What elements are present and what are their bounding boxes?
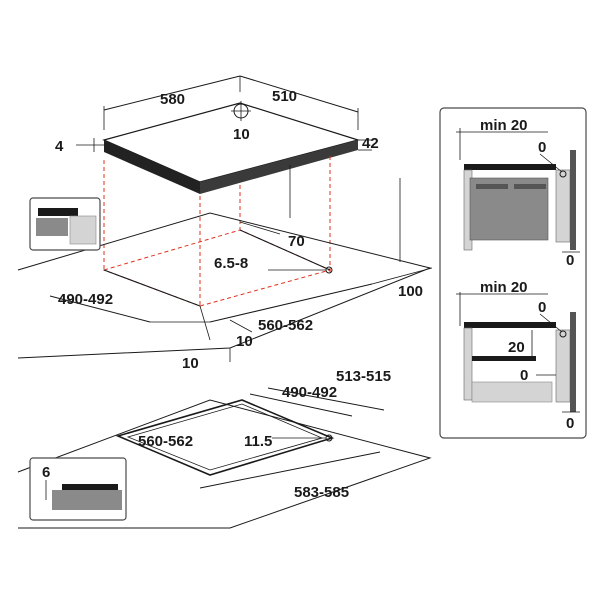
- cutout-drawing: 70 6.5-8 490-492 560-562 100 10 10: [17, 212, 433, 372]
- cutout-radius-label: 6.5-8: [214, 255, 248, 272]
- flush-outer-width-label: 583-585: [294, 484, 349, 501]
- cutout-width-dimension: [209, 283, 373, 323]
- top-bottom-gap-label: 0: [566, 252, 574, 269]
- hob-front-edge: [104, 140, 200, 194]
- drawer-under-hob-section: min 20 0 20 0 0: [456, 279, 580, 432]
- worktop-outline: [17, 212, 432, 359]
- hob-top-surface: [102, 102, 361, 183]
- top-gap-label: 0: [538, 139, 546, 156]
- recess-depth-label: 6: [42, 464, 50, 481]
- side-section-panel: min 20 0 0 min 20 0: [439, 107, 587, 439]
- width-dimension-line: [103, 75, 241, 111]
- flush-cutout-depth-line: [249, 393, 353, 417]
- flush-cutout-depth-label: 490-492: [282, 384, 337, 401]
- flush-outer-width-line: [199, 451, 381, 489]
- rear-clearance-label: 70: [288, 233, 305, 250]
- hob-drawing: 580 510 10 4 42: [55, 75, 379, 194]
- flush-outer-depth-label: 513-515: [336, 368, 391, 385]
- projection-guides: [103, 156, 401, 306]
- front-clearance-label: 10: [182, 355, 199, 372]
- hob-depth-label: 510: [272, 88, 297, 105]
- built-in-type-icon: [29, 197, 101, 251]
- top-wall-clearance-label: min 20: [480, 117, 528, 134]
- flush-outer-depth-line: [267, 387, 385, 411]
- flush-mount-drawing: 513-515 490-492 560-562 11.5 583-585: [17, 368, 432, 529]
- hob-width-label: 580: [160, 91, 185, 108]
- shelf-gap-label: 20: [508, 339, 525, 356]
- front-edge-label: 10: [236, 333, 253, 350]
- hob-side-edge: [200, 140, 358, 194]
- cutout-depth-dimension: [49, 295, 151, 323]
- depth-dimension-line: [239, 75, 359, 113]
- cutout-width-label: 560-562: [258, 317, 313, 334]
- hob-center-offset-label: 10: [233, 126, 250, 143]
- flush-cutout-width-label: 560-562: [138, 433, 193, 450]
- shelf-offset-label: 0: [520, 367, 528, 384]
- hob-height-label: 42: [362, 135, 379, 152]
- side-clearance-label: 100: [398, 283, 423, 300]
- bottom-gap-label: 0: [538, 299, 546, 316]
- glass-thickness-label: 4: [55, 138, 64, 155]
- worktop-flush-outline: [17, 399, 432, 529]
- cutout-depth-label: 490-492: [58, 291, 113, 308]
- bottom-wall-clearance-label: min 20: [480, 279, 528, 296]
- flush-radius-label: 11.5: [244, 433, 272, 450]
- recess-detail-box: 6: [29, 457, 127, 521]
- oven-under-hob-section: min 20 0 0: [456, 117, 580, 269]
- bottom-bottom-gap-label: 0: [566, 415, 574, 432]
